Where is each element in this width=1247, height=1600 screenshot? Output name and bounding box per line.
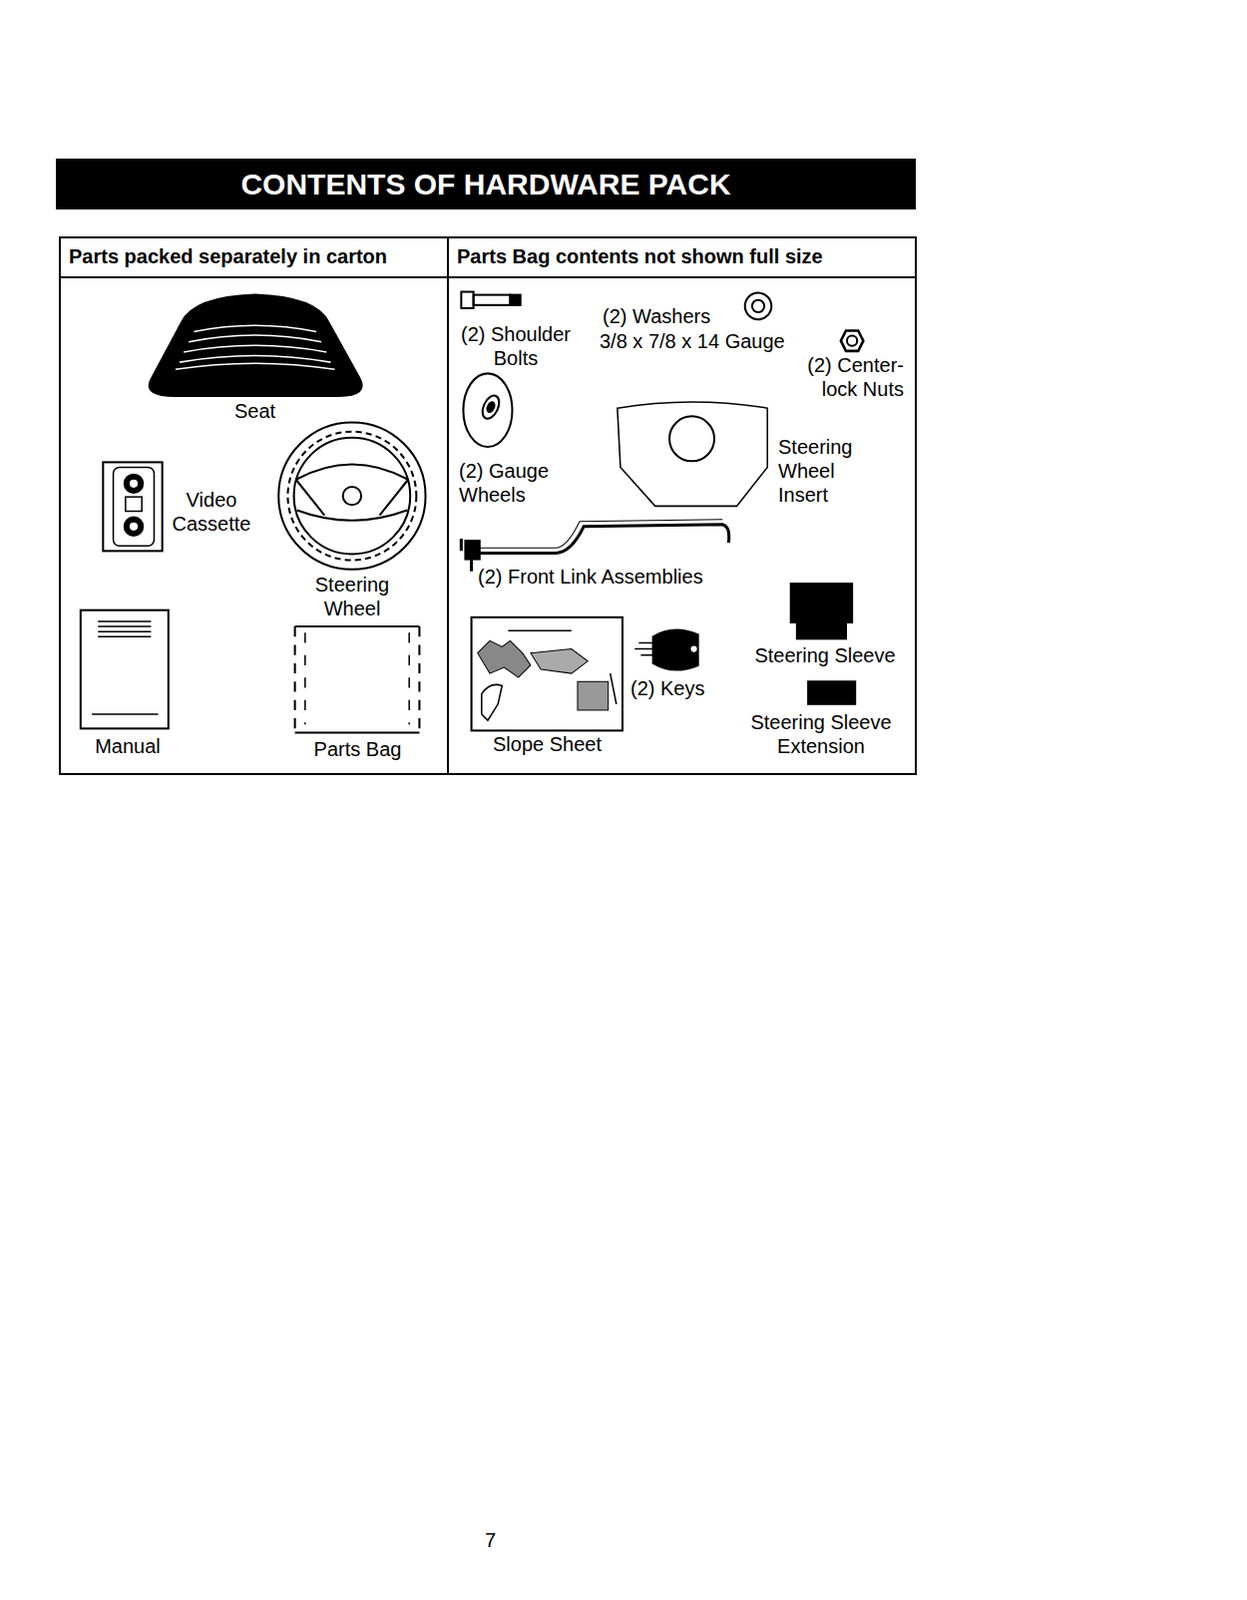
column-header: Parts Bag contents not shown full size bbox=[448, 238, 915, 279]
part-name: Steering Wheel bbox=[299, 572, 406, 621]
part-name: Slope Sheet bbox=[471, 732, 623, 757]
washer-drawing bbox=[745, 293, 773, 321]
part-name: Steering Wheel Insert bbox=[778, 434, 876, 507]
page-number: 7 bbox=[474, 1528, 506, 1553]
key-drawing bbox=[634, 630, 698, 671]
nut-drawing bbox=[840, 330, 864, 351]
part-name: (2) Washers bbox=[602, 304, 711, 329]
front-link-drawing bbox=[460, 519, 729, 572]
part-name: (2) Gauge Wheels bbox=[458, 458, 561, 507]
steering-wheel-insert-drawing bbox=[617, 402, 768, 506]
gauge-wheel-drawing bbox=[462, 373, 512, 447]
steering-wheel-drawing bbox=[278, 421, 425, 569]
part-name: Manual bbox=[81, 734, 174, 759]
part-name: Steering Sleeve Extension bbox=[732, 710, 910, 759]
shoulder-bolt-drawing bbox=[460, 292, 520, 309]
video-cassette-drawing bbox=[102, 461, 162, 551]
column-header: Parts packed separately in carton bbox=[60, 238, 447, 279]
part-name: Seat bbox=[224, 399, 286, 423]
part-name: Steering Sleeve bbox=[737, 643, 913, 668]
part-name: (2) Front Link Assemblies bbox=[477, 564, 704, 589]
manual-drawing bbox=[80, 610, 169, 730]
part-name: (2) Keys bbox=[630, 676, 705, 701]
part-name: (2) Center-lock Nuts bbox=[784, 353, 904, 402]
sleeve-extension-drawing bbox=[808, 681, 855, 705]
seat-drawing bbox=[149, 295, 363, 397]
part-name: (2) Shoulder Bolts bbox=[451, 322, 580, 371]
part-name: 3/8 x 7/8 x 14 Gauge bbox=[599, 329, 786, 354]
part-name: Video Cassette bbox=[166, 487, 257, 536]
part-name: Parts Bag bbox=[299, 737, 416, 762]
title-bar: CONTENTS OF HARDWARE PACK bbox=[55, 158, 916, 210]
parts-bag-drawing bbox=[295, 626, 420, 733]
table-column: Parts packed separately in carton bbox=[58, 236, 449, 776]
slope-sheet-drawing bbox=[471, 617, 623, 732]
steering-sleeve-drawing bbox=[791, 583, 852, 639]
title-text: CONTENTS OF HARDWARE PACK bbox=[240, 167, 731, 201]
